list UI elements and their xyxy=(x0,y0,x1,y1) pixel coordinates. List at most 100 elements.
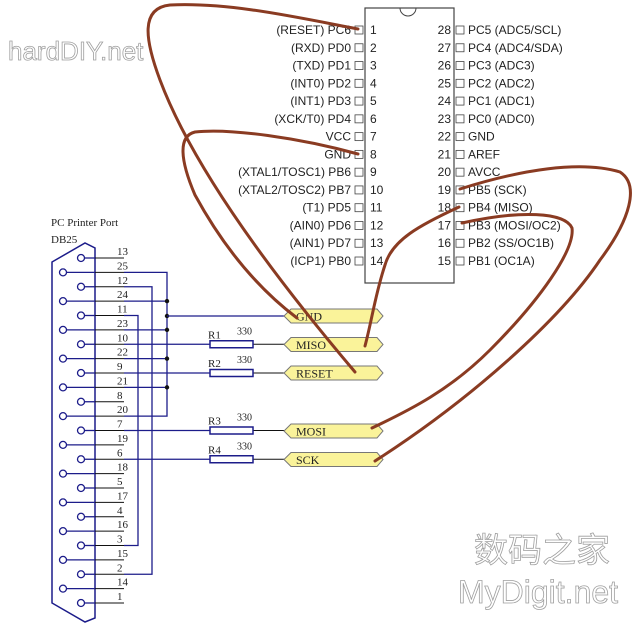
resistor-body xyxy=(209,426,254,435)
chip-pin-number: 7 xyxy=(370,130,377,144)
connector-title: PC Printer Port xyxy=(51,217,118,229)
chip-pin-number: 19 xyxy=(438,183,452,197)
connector-pin xyxy=(76,282,86,291)
connector-pin xyxy=(76,455,86,464)
chip-pin-label: PB1 (OC1A) xyxy=(468,254,535,268)
chip-pin xyxy=(455,25,465,35)
resistor-value: 330 xyxy=(237,413,252,424)
chip-pin xyxy=(354,96,364,106)
chip-pin xyxy=(455,43,465,53)
resistor-body xyxy=(209,368,254,378)
resistor-body xyxy=(209,455,254,464)
chip-pin-number: 22 xyxy=(438,130,452,144)
chip-pin-number: 21 xyxy=(438,147,452,161)
watermark-top-logo: hardDIY.net xyxy=(8,36,144,66)
chip-pin-label: PC5 (ADC5/SCL) xyxy=(468,23,561,37)
pin-number: 6 xyxy=(117,447,123,459)
wires xyxy=(124,271,284,575)
chip-pin xyxy=(354,238,364,248)
resistor-value: 330 xyxy=(237,355,252,366)
chip-pin-label: PB4 (MISO) xyxy=(468,201,533,215)
db25-connector: 1325122411231022921820719618517416315214… xyxy=(51,242,129,623)
pin-number: 14 xyxy=(117,577,129,589)
chip-pin-number: 13 xyxy=(370,236,384,250)
chip-pin-label: PC0 (ADC0) xyxy=(468,112,535,126)
connector-pin xyxy=(58,555,68,565)
chip-pin-label: (T1) PD5 xyxy=(302,201,351,215)
chip-pin xyxy=(455,78,465,88)
pin-number: 1 xyxy=(117,591,123,603)
chip-pin-number: 14 xyxy=(370,254,384,268)
chip-pin-number: 10 xyxy=(370,183,384,197)
chip-pin xyxy=(354,43,364,53)
connector-pin xyxy=(76,598,86,608)
watermark-line1: 数码之家 xyxy=(474,532,610,570)
pin-number: 24 xyxy=(117,289,129,301)
chip-pin-label: (XTAL1/TOSC1) PB6 xyxy=(238,165,351,179)
resistor-value: 330 xyxy=(237,441,252,452)
chip-pin xyxy=(354,61,364,70)
connector-pin xyxy=(76,397,86,406)
chip-pin-number: 24 xyxy=(438,94,452,108)
chip-pin xyxy=(354,256,364,266)
chip-pin-number: 8 xyxy=(370,147,377,161)
chip-pin xyxy=(455,167,465,177)
net-label-gnd xyxy=(283,308,384,324)
chip-pin-label: PB2 (SS/OC1B) xyxy=(468,236,554,250)
chip-pin-label: PC1 (ADC1) xyxy=(468,94,535,108)
chip-pin-number: 4 xyxy=(370,76,377,90)
chip-pin-label: GND xyxy=(468,130,495,144)
connector-pin xyxy=(58,411,68,421)
chip-pin-number: 25 xyxy=(438,76,452,90)
chip-pin-number: 16 xyxy=(438,236,452,250)
chip-pin xyxy=(354,132,364,142)
pin-number: 18 xyxy=(117,462,129,474)
hand-wire-mosi xyxy=(370,212,574,430)
net-label-text: MOSI xyxy=(296,425,326,439)
pin-number: 10 xyxy=(117,332,129,344)
chip-pin-number: 15 xyxy=(438,254,452,268)
pin-number: 9 xyxy=(117,361,123,373)
chip-pin-label: (RESET) PC6 xyxy=(276,23,351,37)
pin-number: 2 xyxy=(117,562,123,574)
chip-pin-label: (INT0) PD2 xyxy=(290,76,351,90)
chip-pin xyxy=(455,149,465,159)
chip-pin-label: PC4 (ADC4/SDA) xyxy=(468,41,563,55)
chip-pin-label: (AIN0) PD6 xyxy=(290,218,352,232)
chip-pin-label: (AIN1) PD7 xyxy=(290,236,352,250)
chip-pin-label: AREF xyxy=(468,147,500,161)
chip-pin-number: 3 xyxy=(370,59,377,73)
pin-number: 21 xyxy=(117,375,128,387)
chip-pin-label: PC3 (ADC3) xyxy=(468,59,535,73)
chip-pin xyxy=(455,238,465,248)
chip-pin-number: 27 xyxy=(438,41,452,55)
connector-pin xyxy=(58,354,68,363)
chip-pin-label: VCC xyxy=(326,130,352,144)
connector-pin xyxy=(58,440,68,450)
chip-pin-label: PB5 (SCK) xyxy=(468,183,527,197)
pin-number: 17 xyxy=(117,490,129,502)
chip-pin xyxy=(455,61,465,70)
pin-number: 25 xyxy=(117,260,129,272)
connector-pin xyxy=(76,541,86,550)
connector-pin xyxy=(76,253,86,263)
pin-number: 12 xyxy=(117,275,128,287)
chip-pin xyxy=(455,132,465,142)
chip-pin xyxy=(354,114,364,124)
chip-pin-number: 2 xyxy=(370,41,377,55)
junction-dot xyxy=(164,327,170,333)
chip-pin-number: 17 xyxy=(438,218,452,232)
pin-number: 20 xyxy=(117,404,129,416)
chip-pin-number: 11 xyxy=(370,201,383,215)
chip-body xyxy=(364,7,455,284)
chip-pin-label: AVCC xyxy=(468,165,501,179)
pin-number: 5 xyxy=(117,476,123,488)
connector-pin xyxy=(58,584,68,593)
chip-pin xyxy=(354,167,364,177)
chip-pin xyxy=(354,78,364,88)
watermark-line2: MyDigit.net xyxy=(458,574,618,610)
connector-pin xyxy=(76,483,86,493)
